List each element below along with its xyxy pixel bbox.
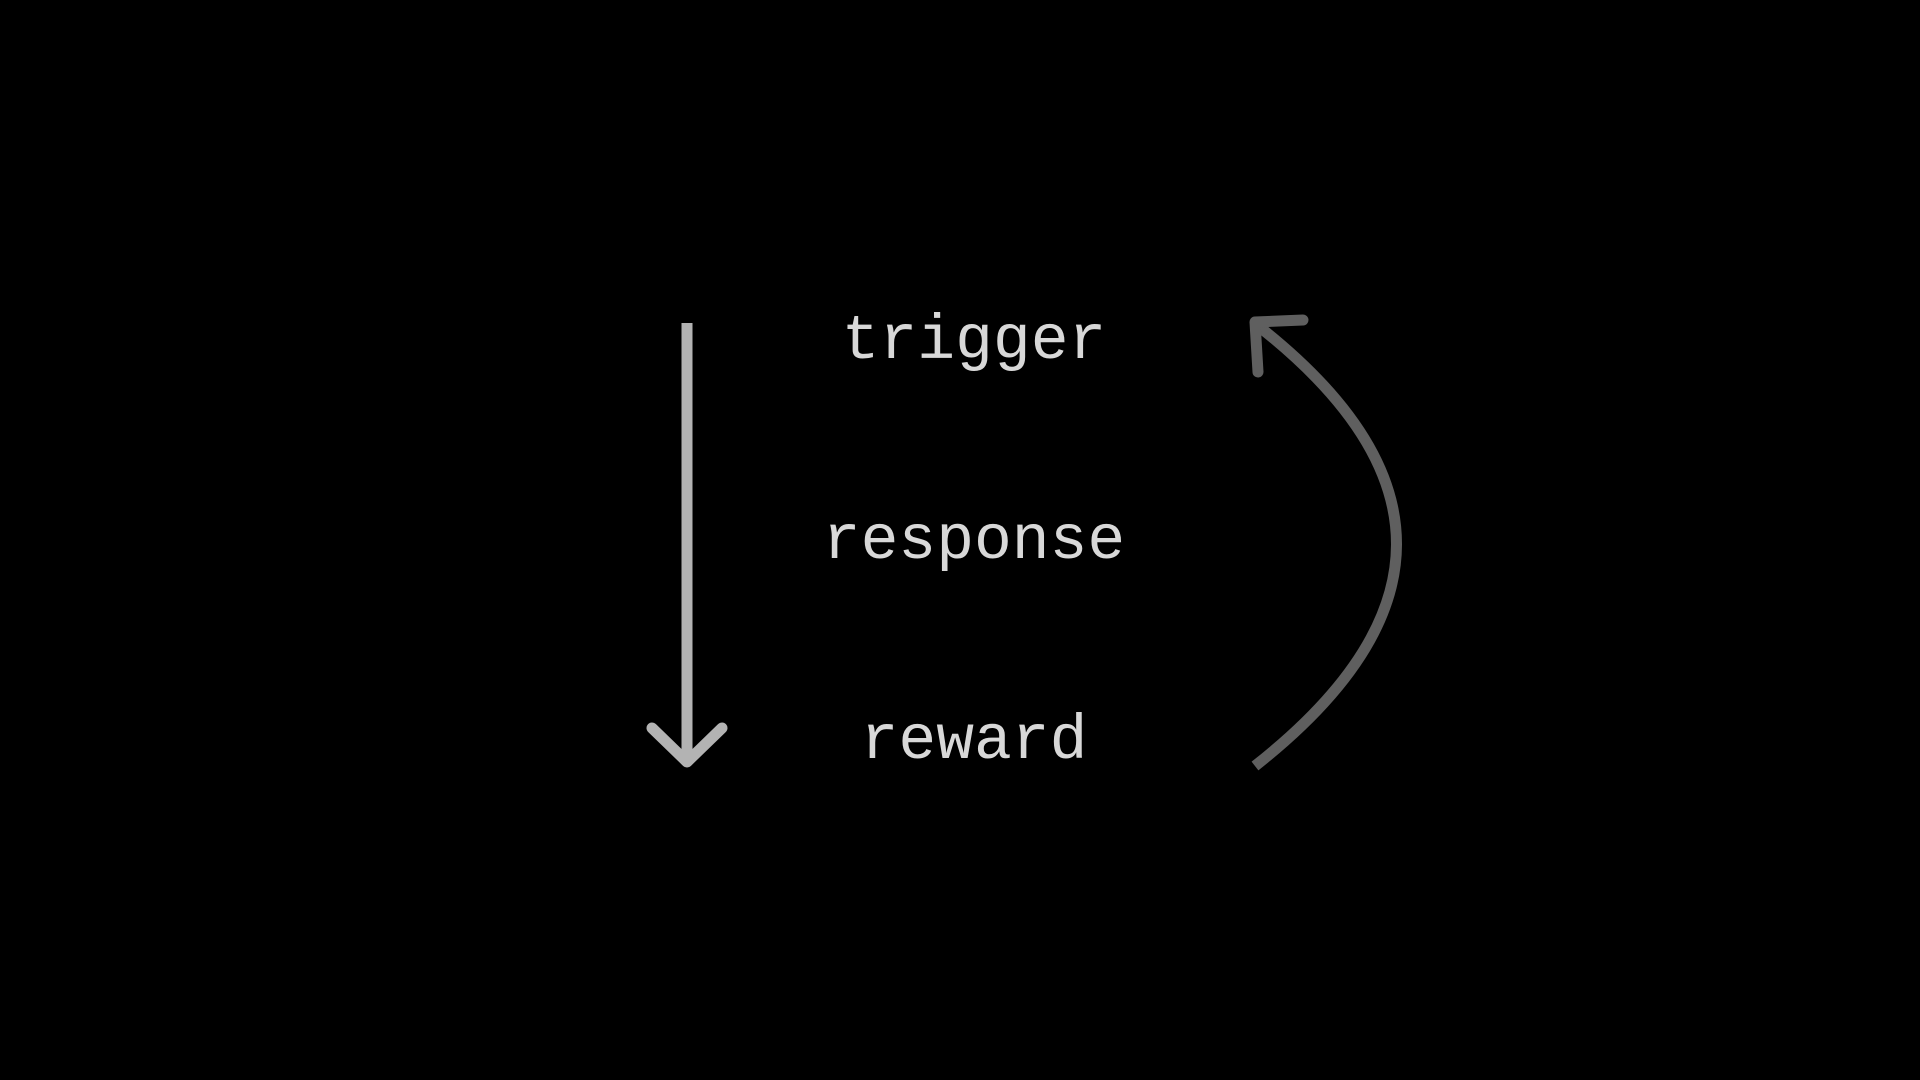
down-arrow-icon [646, 323, 728, 768]
node-response: response [822, 506, 1126, 577]
node-trigger: trigger [841, 306, 1107, 377]
node-reward: reward [860, 706, 1088, 777]
loop-arrow-icon [1249, 314, 1402, 771]
